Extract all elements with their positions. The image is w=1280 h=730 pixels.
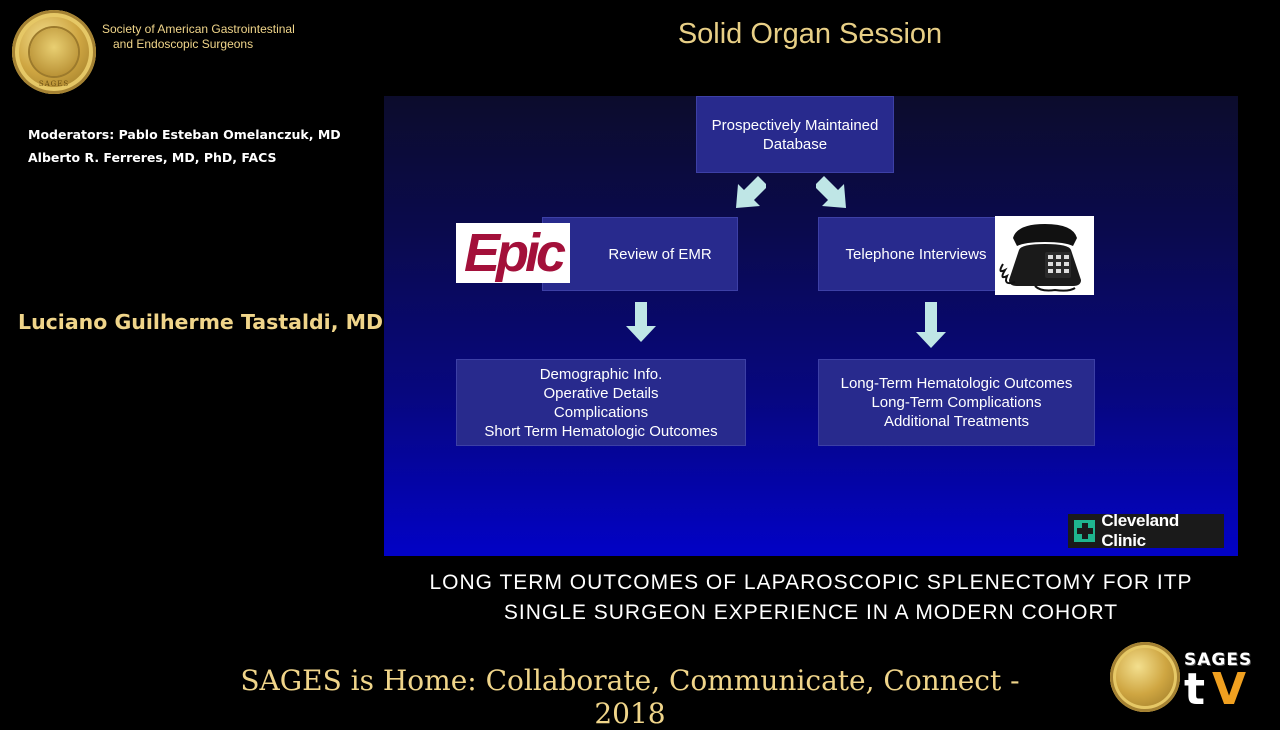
epic-logo-text: Epic bbox=[463, 223, 566, 283]
emr-outcome-item: Demographic Info. bbox=[539, 365, 663, 383]
society-name-line2: and Endoscopic Surgeons bbox=[113, 37, 254, 51]
society-name: Society of American Gastrointestinal and… bbox=[102, 22, 295, 52]
epic-logo: Epic bbox=[456, 223, 570, 283]
database-box: Prospectively Maintained Database bbox=[696, 96, 894, 173]
moderators-line1: Moderators: Pablo Esteban Omelanczuk, MD bbox=[28, 127, 341, 142]
interview-outcome-item: Long-Term Hematologic Outcomes bbox=[840, 375, 1073, 392]
cleveland-clinic-text: Cleveland Clinic bbox=[1101, 511, 1179, 550]
sages-seal-small-logo bbox=[1110, 642, 1180, 712]
society-name-line1: Society of American Gastrointestinal bbox=[102, 22, 295, 36]
telephone-icon bbox=[999, 224, 1081, 292]
database-box-line1: Prospectively Maintained bbox=[711, 116, 879, 134]
telephone-image bbox=[995, 216, 1094, 295]
presentation-slide: Prospectively Maintained Database Review… bbox=[384, 96, 1238, 556]
database-box-line2: Database bbox=[762, 135, 828, 153]
emr-outcomes-box: Demographic Info. Operative Details Comp… bbox=[456, 359, 746, 446]
review-emr-label: Review of EMR bbox=[608, 245, 712, 263]
cleveland-clinic-mark-icon bbox=[1074, 520, 1096, 542]
moderators: Moderators: Pablo Esteban Omelanczuk, MD… bbox=[28, 123, 341, 169]
interview-outcome-item: Long-Term Complications bbox=[871, 394, 1042, 411]
presenter-name: Luciano Guilherme Tastaldi, MD bbox=[18, 310, 384, 334]
sages-tv-t: t bbox=[1184, 664, 1206, 715]
telephone-interviews-label: Telephone Interviews bbox=[845, 245, 987, 263]
seal-text: SAGES bbox=[38, 80, 70, 88]
arrow-down-right-icon bbox=[816, 176, 846, 208]
talk-title-line2: SINGLE SURGEON EXPERIENCE IN A MODERN CO… bbox=[503, 601, 1119, 624]
sages-tv-v: V bbox=[1212, 664, 1247, 715]
arrow-down-left-column-icon bbox=[626, 302, 656, 342]
sages-tv-logo: SAGES t V bbox=[1176, 650, 1276, 716]
emr-outcome-item: Short Term Hematologic Outcomes bbox=[484, 422, 718, 440]
telephone-interviews-box: Telephone Interviews bbox=[818, 217, 1014, 291]
arrow-down-left-icon bbox=[736, 176, 766, 208]
review-emr-box: Review of EMR bbox=[542, 217, 738, 291]
emr-outcome-item: Complications bbox=[553, 403, 649, 421]
interview-outcomes-box: Long-Term Hematologic Outcomes Long-Term… bbox=[818, 359, 1095, 446]
session-title: Solid Organ Session bbox=[677, 18, 943, 50]
arrow-down-right-column-icon bbox=[916, 302, 946, 348]
cleveland-clinic-logo: Cleveland Clinic bbox=[1068, 511, 1224, 550]
moderators-line2: Alberto R. Ferreres, MD, PhD, FACS bbox=[28, 150, 277, 165]
caduceus-emblem-icon bbox=[30, 28, 78, 76]
emr-outcome-item: Operative Details bbox=[543, 384, 659, 402]
sages-seal-logo: SAGES bbox=[12, 10, 96, 94]
talk-title: LONG TERM OUTCOMES OF LAPAROSCOPIC SPLEN… bbox=[384, 568, 1238, 628]
interview-outcome-item: Additional Treatments bbox=[883, 413, 1030, 430]
talk-title-line1: LONG TERM OUTCOMES OF LAPAROSCOPIC SPLEN… bbox=[429, 571, 1193, 594]
sages-tv-label: SAGES bbox=[1184, 650, 1253, 670]
footer-tagline: SAGES is Home: Collaborate, Communicate,… bbox=[240, 664, 1020, 730]
